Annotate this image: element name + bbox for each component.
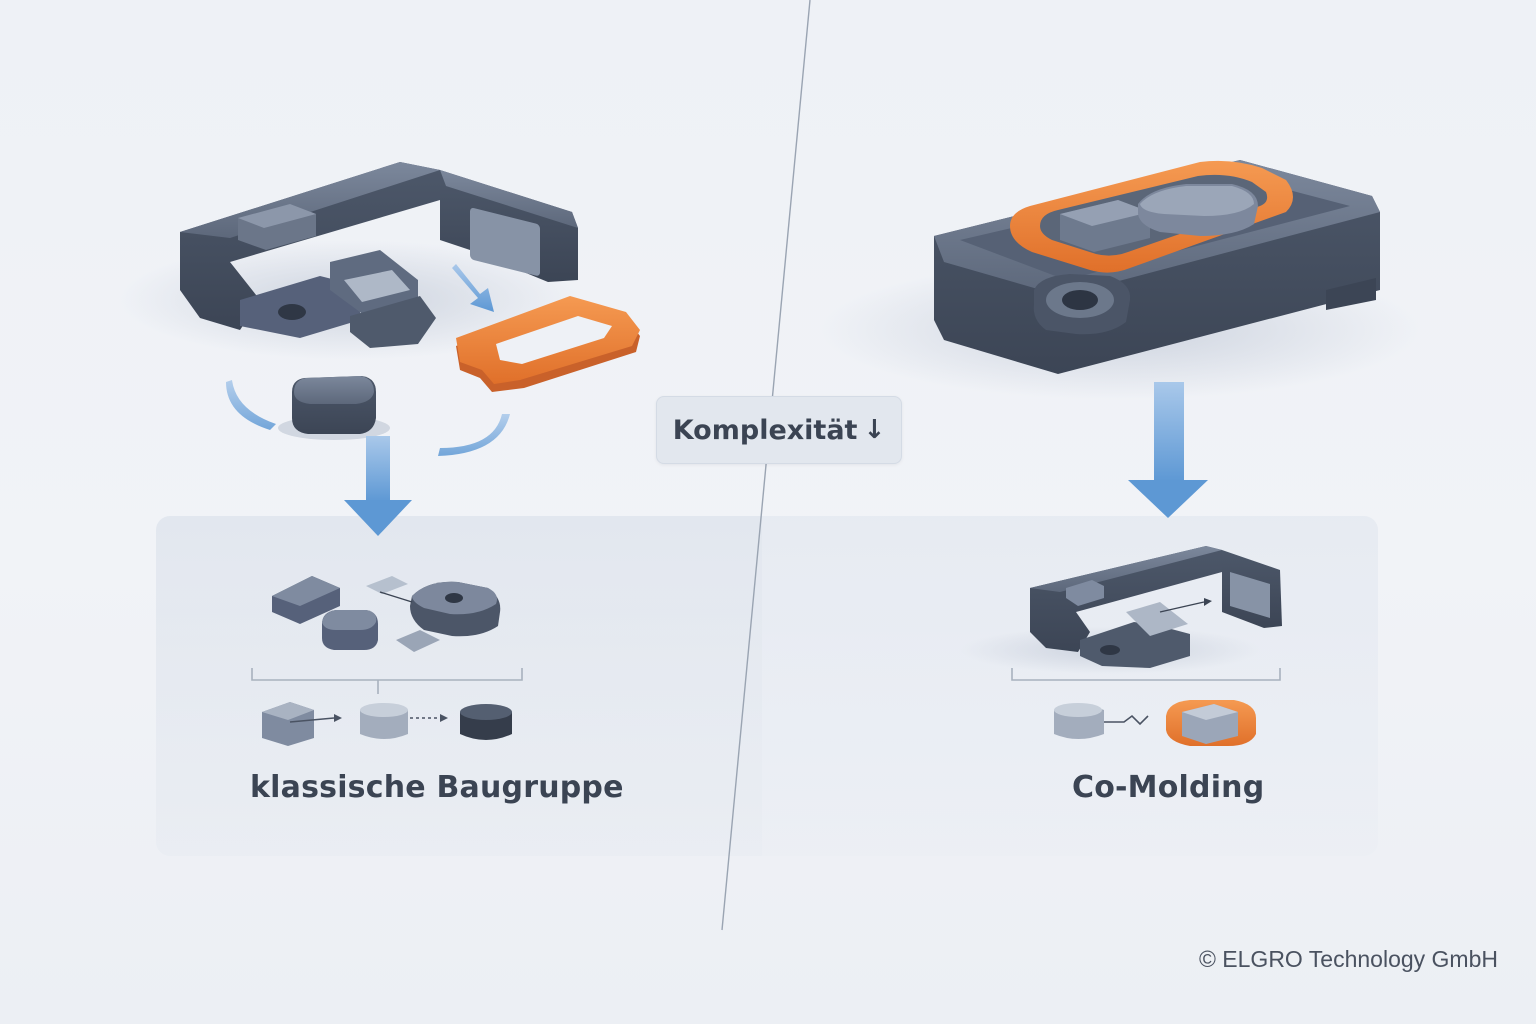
curved-arrow-icon [226, 380, 276, 430]
integrated-part-icon [960, 546, 1282, 674]
bracket-line [1011, 668, 1281, 681]
housing-part-icon [120, 162, 580, 360]
seal-ring-icon [456, 296, 640, 392]
bracket-line [251, 668, 523, 694]
complexity-label: Komplexität [672, 414, 858, 446]
curved-arrow-icon [438, 414, 510, 456]
classic-assembly-panel [156, 516, 762, 856]
assembly-arrow-icon [452, 264, 494, 312]
classic-assembly-caption: klassische Baugruppe [250, 770, 624, 805]
co-molded-housing-icon [820, 160, 1420, 400]
complexity-badge: Komplexität ↓ [656, 396, 902, 464]
down-arrow-icon [1128, 382, 1208, 518]
process-steps-icon [262, 702, 512, 746]
co-molding-process-icon [1054, 700, 1256, 746]
down-arrow-icon [344, 436, 412, 536]
co-molding-caption: Co-Molding [1072, 770, 1265, 805]
down-arrow-glyph-icon: ↓ [863, 415, 886, 445]
separate-parts-icon [272, 576, 501, 652]
cap-part-icon [278, 376, 390, 440]
divider-line [721, 0, 811, 931]
copyright-notice: © ELGRO Technology GmbH [1198, 946, 1498, 972]
